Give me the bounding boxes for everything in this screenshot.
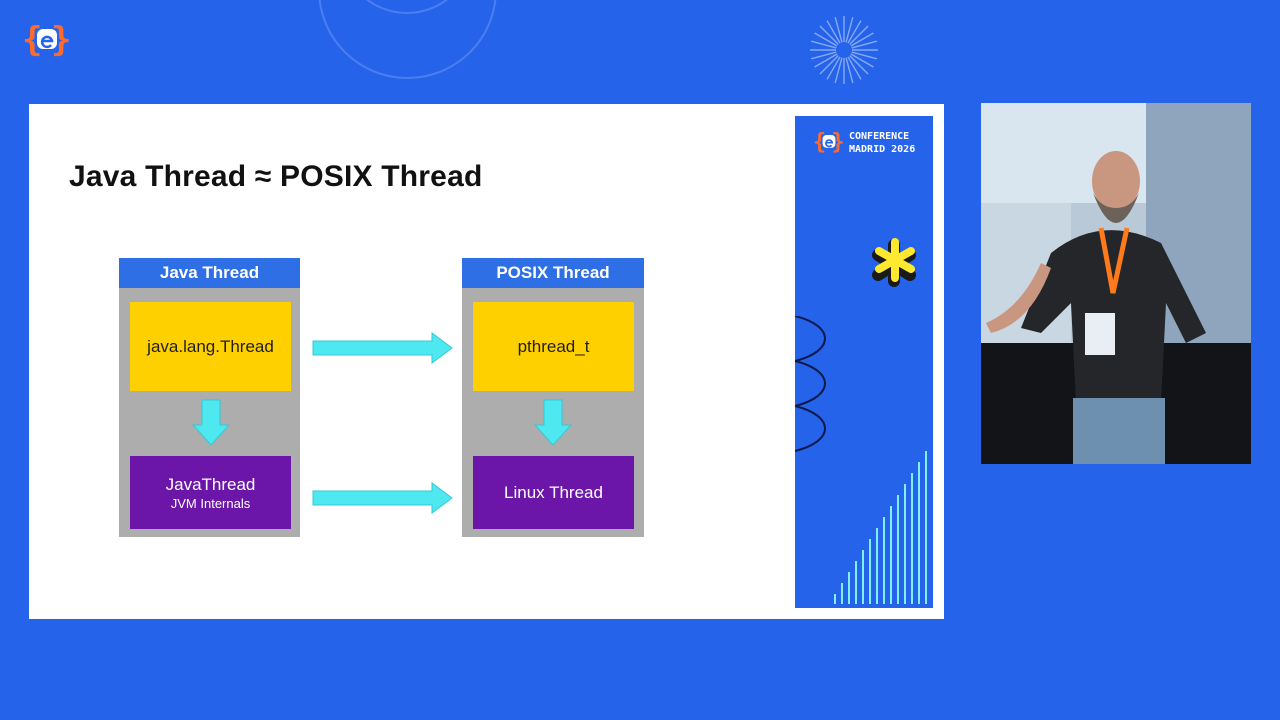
presentation-slide: Java Thread ≈ POSIX Thread Java Thread j… bbox=[29, 104, 944, 619]
asterisk-star-icon bbox=[872, 238, 916, 287]
svg-text:}: } bbox=[51, 20, 71, 60]
javathread-box: JavaThread JVM Internals bbox=[130, 456, 291, 529]
arrow-down-icon bbox=[191, 399, 231, 446]
conference-label: CONFERENCE MADRID 2026 bbox=[849, 130, 915, 156]
java-lang-thread-box: java.lang.Thread bbox=[130, 302, 291, 391]
linux-thread-box: Linux Thread bbox=[473, 456, 634, 529]
javathread-subtitle: JVM Internals bbox=[170, 495, 251, 511]
sunburst-icon bbox=[810, 16, 878, 84]
linux-thread-title: Linux Thread bbox=[504, 482, 603, 502]
conference-sidebar: { } CONFERENCE MADRID 2026 bbox=[795, 116, 933, 608]
java-thread-header: Java Thread bbox=[119, 258, 300, 288]
bars-decoration bbox=[834, 451, 927, 604]
conference-line-2: MADRID 2026 bbox=[849, 144, 916, 155]
pthread-t-box: pthread_t bbox=[473, 302, 634, 391]
svg-text:{: { bbox=[22, 20, 42, 60]
arrow-right-icon bbox=[312, 482, 453, 514]
conference-line-1: CONFERENCE bbox=[849, 131, 910, 142]
speaker-video-frame bbox=[981, 103, 1251, 464]
arrow-right-icon bbox=[312, 332, 453, 364]
brand-logo-icon: { } bbox=[22, 20, 71, 60]
slide-title: Java Thread ≈ POSIX Thread bbox=[69, 160, 483, 193]
posix-thread-header: POSIX Thread bbox=[462, 258, 644, 288]
speaker-video bbox=[981, 103, 1251, 464]
svg-text:}: } bbox=[832, 130, 845, 155]
javathread-title: JavaThread bbox=[165, 474, 256, 494]
brand-logo-icon: { } bbox=[813, 130, 845, 155]
wave-decoration bbox=[795, 316, 826, 452]
arrow-down-icon bbox=[533, 399, 573, 446]
svg-text:{: { bbox=[813, 130, 826, 155]
